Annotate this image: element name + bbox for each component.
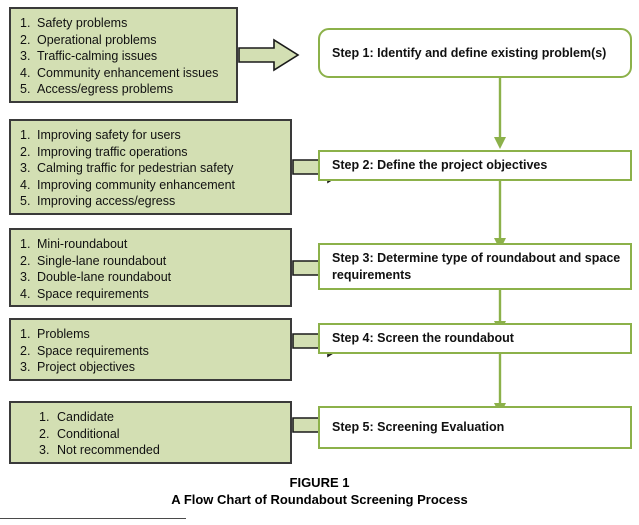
list-item: 3. Project objectives xyxy=(11,359,290,376)
list-item: 1. Safety problems xyxy=(11,15,236,32)
list-item-number: 1. xyxy=(20,128,31,142)
list-item-label: Improving community enhancement xyxy=(37,177,236,192)
down-arrow-icon xyxy=(494,78,506,149)
input-box-roundabout-types: 1. Mini-roundabout 2. Single-lane rounda… xyxy=(9,228,292,307)
list-item: 5. Improving access/egress xyxy=(11,193,290,210)
input-box-screening: 1. Problems 2. Space requirements 3. Pro… xyxy=(9,318,292,381)
list-item-label: Double-lane roundabout xyxy=(37,270,172,285)
list-item: 3. Traffic-calming issues xyxy=(11,48,236,65)
footnote-separator-rule xyxy=(0,518,186,519)
list-item-label: Access/egress problems xyxy=(37,82,174,97)
list-item-number: 3. xyxy=(20,161,31,176)
list-item-number: 1. xyxy=(20,16,31,30)
list-item-number: 5. xyxy=(20,194,31,209)
input-list: 1. Problems 2. Space requirements 3. Pro… xyxy=(11,326,290,376)
list-item-label: Mini-roundabout xyxy=(37,237,128,251)
list-item: 4. Space requirements xyxy=(11,286,290,303)
list-item: 1. Problems xyxy=(11,326,290,343)
list-item-number: 3. xyxy=(20,270,31,285)
list-item-number: 1. xyxy=(20,327,31,341)
list-item-label: Improving safety for users xyxy=(37,128,181,142)
list-item: 3. Not recommended xyxy=(11,442,290,459)
down-arrow-icon xyxy=(494,181,506,250)
list-item-number: 2. xyxy=(20,32,31,47)
flow-arrow-to-step-1 xyxy=(238,38,300,72)
step-label: Step 3: Determine type of roundabout and… xyxy=(332,251,621,282)
list-item: 2. Space requirements xyxy=(11,343,290,360)
list-item: 2. Improving traffic operations xyxy=(11,144,290,161)
figure-caption-line-2: A Flow Chart of Roundabout Screening Pro… xyxy=(171,492,468,507)
list-item: 2. Operational problems xyxy=(11,32,236,49)
list-item-label: Problems xyxy=(37,327,90,341)
list-item-label: Traffic-calming issues xyxy=(37,49,158,64)
list-item-label: Single-lane roundabout xyxy=(37,253,167,268)
list-item-label: Candidate xyxy=(57,410,114,424)
step-label: Step 2: Define the project objectives xyxy=(332,158,548,173)
input-box-evaluation: 1. Candidate 2. Conditional 3. Not recom… xyxy=(9,401,292,464)
list-item-label: Safety problems xyxy=(37,16,128,30)
list-item-number: 4. xyxy=(20,65,31,80)
input-list: 1. Safety problems 2. Operational proble… xyxy=(11,15,236,98)
list-item-label: Calming traffic for pedestrian safety xyxy=(37,161,234,176)
input-list: 1. Candidate 2. Conditional 3. Not recom… xyxy=(11,409,290,459)
list-item: 1. Candidate xyxy=(11,409,290,426)
list-item-label: Not recommended xyxy=(57,443,160,458)
figure-caption-line-1: FIGURE 1 xyxy=(289,475,350,490)
list-item-label: Space requirements xyxy=(37,343,149,358)
list-item-number: 1. xyxy=(39,410,50,424)
list-item-label: Space requirements xyxy=(37,286,149,301)
list-item-number: 4. xyxy=(20,286,31,301)
step-box-3[interactable]: Step 3: Determine type of roundabout and… xyxy=(318,243,632,290)
list-item-number: 2. xyxy=(39,426,50,441)
list-item-number: 3. xyxy=(39,443,50,458)
connector-step1-to-step2 xyxy=(488,78,512,150)
step-label: Step 4: Screen the roundabout xyxy=(332,331,514,346)
block-arrow-icon xyxy=(238,38,300,72)
step-label: Step 1: Identify and define existing pro… xyxy=(332,45,607,60)
input-list: 1. Mini-roundabout 2. Single-lane rounda… xyxy=(11,236,290,302)
list-item: 1. Mini-roundabout xyxy=(11,236,290,253)
list-item-number: 5. xyxy=(20,82,31,97)
list-item-number: 2. xyxy=(20,144,31,159)
list-item-number: 4. xyxy=(20,177,31,192)
list-item-label: Project objectives xyxy=(37,360,135,375)
step-box-1[interactable]: Step 1: Identify and define existing pro… xyxy=(318,28,632,78)
step-box-5[interactable]: Step 5: Screening Evaluation xyxy=(318,406,632,449)
step-box-2[interactable]: Step 2: Define the project objectives xyxy=(318,150,632,181)
list-item-number: 2. xyxy=(20,253,31,268)
list-item: 4. Improving community enhancement xyxy=(11,177,290,194)
input-box-problems: 1. Safety problems 2. Operational proble… xyxy=(9,7,238,103)
list-item-number: 2. xyxy=(20,343,31,358)
list-item-label: Conditional xyxy=(57,426,120,441)
list-item-label: Improving access/egress xyxy=(37,194,176,209)
step-label: Step 5: Screening Evaluation xyxy=(332,420,505,435)
list-item: 1. Improving safety for users xyxy=(11,127,290,144)
list-item: 3. Double-lane roundabout xyxy=(11,269,290,286)
list-item-number: 3. xyxy=(20,49,31,64)
list-item-label: Improving traffic operations xyxy=(37,144,188,159)
input-box-objectives: 1. Improving safety for users 2. Improvi… xyxy=(9,119,292,215)
list-item: 5. Access/egress problems xyxy=(11,81,236,98)
list-item-label: Community enhancement issues xyxy=(37,65,219,80)
list-item: 3. Calming traffic for pedestrian safety xyxy=(11,160,290,177)
list-item: 2. Single-lane roundabout xyxy=(11,253,290,270)
step-box-4[interactable]: Step 4: Screen the roundabout xyxy=(318,323,632,354)
list-item: 2. Conditional xyxy=(11,426,290,443)
list-item: 4. Community enhancement issues xyxy=(11,65,236,82)
list-item-label: Operational problems xyxy=(37,32,157,47)
list-item-number: 1. xyxy=(20,237,31,251)
connector-step2-to-step3 xyxy=(488,181,512,251)
list-item-number: 3. xyxy=(20,360,31,375)
input-list: 1. Improving safety for users 2. Improvi… xyxy=(11,127,290,210)
